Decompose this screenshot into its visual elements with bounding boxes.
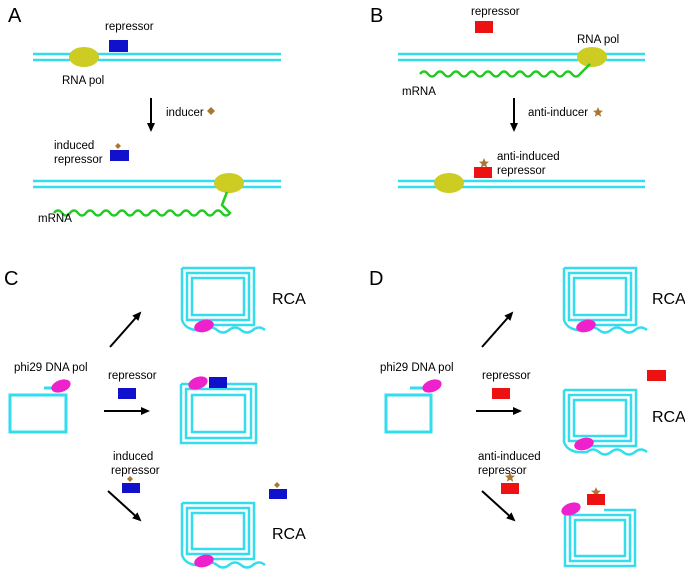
anti-induced-label-line2: repressor (478, 465, 527, 477)
anti-induced-repressor-block (474, 167, 492, 178)
induced-label-line1: induced (54, 140, 94, 152)
phi29-polymerase (561, 502, 581, 516)
rna-pol-ellipse (434, 173, 464, 193)
phi29-polymerase (188, 376, 208, 390)
anti-induced-label-line2: repressor (497, 165, 546, 177)
rca-product-top (562, 266, 648, 334)
inducer-diamond-icon (274, 482, 280, 488)
anti-induced-label-line1: anti-induced (497, 151, 560, 163)
rca-product-bottom (180, 501, 266, 569)
repressor-label: repressor (482, 370, 531, 382)
panel-c-letter: C (4, 268, 18, 290)
rna-pol-ellipse (214, 173, 244, 193)
dna-strand-b-top (398, 52, 645, 62)
anti-inducer-star-icon (479, 158, 489, 168)
anti-inducer-star-icon (593, 107, 603, 117)
rca-label-bottom: RCA (272, 526, 306, 543)
panel-b-letter: B (370, 5, 383, 27)
anti-induced-repressor-block (501, 483, 519, 494)
induced-label-line1: induced (113, 451, 153, 463)
rna-pol-ellipse (69, 47, 99, 67)
phi29-polymerase (51, 379, 71, 393)
repressor-block (475, 21, 493, 33)
inducer-diamond-icon (127, 476, 133, 482)
anti-inducer-star-icon (505, 472, 515, 482)
panel-a-letter: A (8, 5, 22, 27)
anti-inducer-label: anti-inducer (528, 107, 588, 119)
circular-template (384, 393, 433, 434)
panel-c: C phi29 DNA pol RCA repressor (4, 266, 306, 569)
anti-induced-label-line1: anti-induced (478, 451, 541, 463)
repressor-block (492, 388, 510, 399)
repressor-block (209, 377, 227, 388)
mrna-strand (53, 191, 232, 217)
inducer-diamond-icon (115, 143, 121, 149)
rca-product-middle (562, 388, 648, 456)
mrna-label: mRNA (38, 213, 72, 225)
rna-pol-label: RNA pol (577, 34, 619, 46)
rca-product-top (180, 266, 266, 334)
mrna-label: mRNA (402, 86, 436, 98)
arrow-down-d (481, 490, 516, 522)
arrow-down-c (107, 490, 142, 522)
phi29-polymerase (194, 319, 214, 333)
repressor-label: repressor (105, 21, 154, 33)
rna-pol-ellipse (577, 47, 607, 67)
rca-label-top: RCA (272, 291, 306, 308)
phi29-polymerase (576, 319, 596, 333)
repressor-block (109, 40, 128, 52)
rna-pol-label: RNA pol (62, 75, 104, 87)
induced-repressor-block (110, 150, 129, 161)
rca-blocked-middle (179, 382, 258, 445)
arrow-up-d (481, 311, 514, 348)
panel-a: A repressor RNA pol inducer induced repr… (8, 5, 281, 225)
rca-blocked-bottom (563, 508, 637, 568)
induced-repressor-block (122, 483, 140, 493)
circular-template (8, 393, 68, 434)
mrna-strand (419, 63, 591, 78)
phi29-polymerase (194, 554, 214, 568)
panel-d: D phi29 DNA pol RCA repressor RCA (369, 266, 685, 568)
inducer-diamond-icon (207, 107, 215, 115)
induced-repressor-block (269, 489, 287, 499)
repressor-block (118, 388, 136, 399)
repressor-label: repressor (108, 370, 157, 382)
repressor-block (647, 370, 666, 381)
inducer-label: inducer (166, 107, 204, 119)
anti-induced-repressor-block (587, 494, 605, 505)
panel-b: B repressor RNA pol mRNA anti-inducer an… (370, 5, 645, 193)
phi29-polymerase (574, 437, 594, 451)
induced-label-line2: repressor (111, 465, 160, 477)
phi29-label: phi29 DNA pol (14, 362, 88, 374)
panel-d-letter: D (369, 268, 383, 290)
phi29-label: phi29 DNA pol (380, 362, 454, 374)
induced-label-line2: repressor (54, 154, 103, 166)
rca-label-top: RCA (652, 291, 685, 308)
rca-label-middle: RCA (652, 409, 685, 426)
repressor-label: repressor (471, 6, 520, 18)
phi29-polymerase (422, 379, 442, 393)
arrow-up-c (109, 311, 142, 348)
